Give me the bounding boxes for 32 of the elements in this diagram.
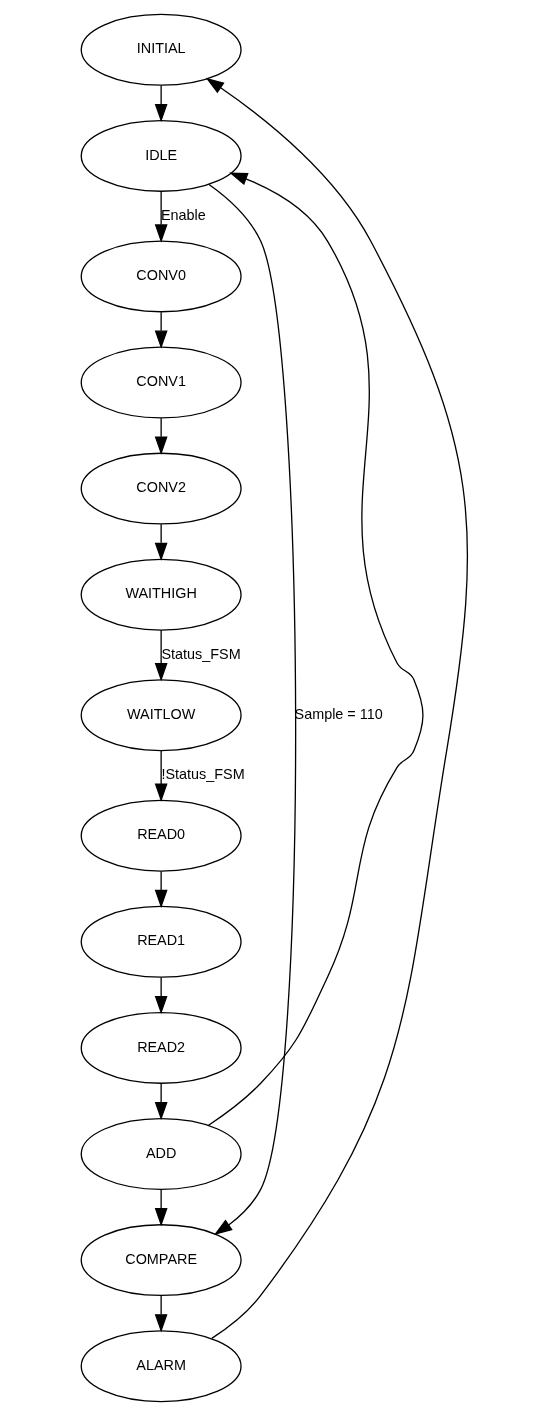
node-ellipse: COMPARE — [80, 1224, 242, 1297]
arrow — [154, 1295, 168, 1333]
arrow — [154, 870, 168, 909]
edge-label: !Status_FSM — [160, 766, 245, 783]
node-ellipse: WAITLOW — [80, 679, 242, 752]
arrow — [205, 77, 468, 1339]
arrow — [154, 84, 168, 123]
node-ellipse: ALARM — [80, 1330, 242, 1403]
node-ellipse: WAITHIGH — [80, 558, 242, 631]
arrow — [154, 190, 168, 243]
node-ellipse: CONV1 — [80, 346, 242, 419]
arrow — [207, 172, 424, 1127]
node-ellipse: INITIAL — [80, 13, 242, 86]
arrow — [154, 311, 168, 349]
edge-label: Enable — [160, 206, 206, 223]
node-ellipse: CONV0 — [80, 240, 242, 313]
node-ellipse: READ0 — [80, 799, 242, 872]
arrow — [207, 183, 296, 1236]
arrow — [154, 1189, 168, 1227]
arrow — [154, 1083, 168, 1121]
arrow — [154, 749, 168, 802]
arrow — [154, 417, 168, 455]
node-ellipse: READ2 — [80, 1011, 242, 1084]
node-ellipse: ADD — [80, 1118, 242, 1191]
edge-label: Status_FSM — [161, 645, 241, 662]
arrow — [154, 976, 168, 1015]
edge-label: Sample = 110 — [294, 705, 383, 722]
node-ellipse: IDLE — [80, 119, 242, 192]
arrow — [154, 523, 168, 562]
node-ellipse: READ1 — [80, 905, 242, 978]
arrow — [154, 629, 168, 682]
node-ellipse: CONV2 — [80, 452, 242, 525]
